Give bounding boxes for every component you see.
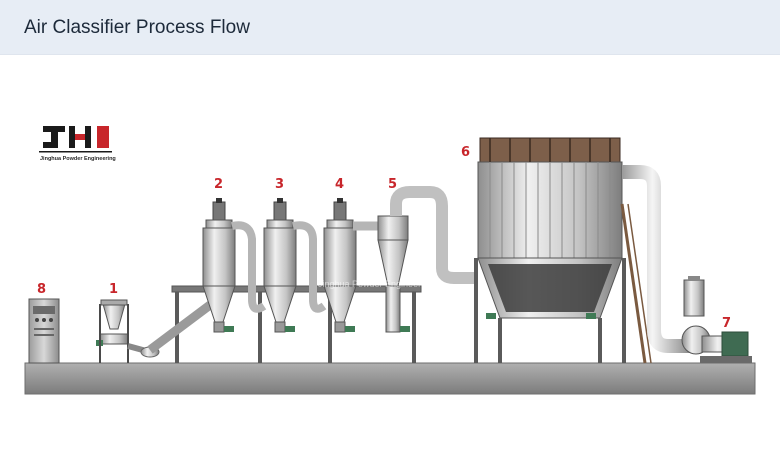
floor-slab	[24, 362, 756, 395]
process-flow-diagram: Jinghua Powder Engineering	[24, 126, 756, 395]
logo-subtitle: Jinghua Powder Engineering	[40, 156, 116, 162]
control-cabinet	[28, 298, 60, 364]
induced-draft-fan	[681, 276, 752, 363]
classifier-3	[263, 198, 297, 333]
component-number-4: 4	[335, 177, 344, 192]
connecting-pipe-2-3	[231, 221, 267, 313]
classifier-2	[202, 198, 236, 333]
component-number-8: 8	[37, 282, 46, 297]
feed-conveyor	[147, 298, 217, 354]
cyclone-collector	[377, 215, 410, 333]
cyclone-to-baghouse-pipe	[390, 186, 478, 284]
baghouse-dust-collector	[474, 137, 652, 364]
component-number-6: 6	[461, 145, 470, 160]
connecting-pipe-3-4	[292, 221, 327, 313]
component-number-2: 2	[214, 177, 223, 192]
component-number-5: 5	[388, 177, 397, 192]
baghouse-to-fan-pipe	[622, 165, 690, 353]
component-number-3: 3	[275, 177, 284, 192]
component-number-7: 7	[722, 316, 731, 331]
company-logo: Jinghua Powder Engineering	[39, 126, 116, 162]
component-number-1: 1	[109, 282, 118, 297]
page-header: Air Classifier Process Flow	[0, 0, 780, 55]
page-title: Air Classifier Process Flow	[24, 17, 250, 38]
feed-hopper	[96, 299, 160, 363]
watermark-text: Jinghua Powder Engineering	[318, 279, 433, 289]
classifier-4	[323, 198, 357, 333]
